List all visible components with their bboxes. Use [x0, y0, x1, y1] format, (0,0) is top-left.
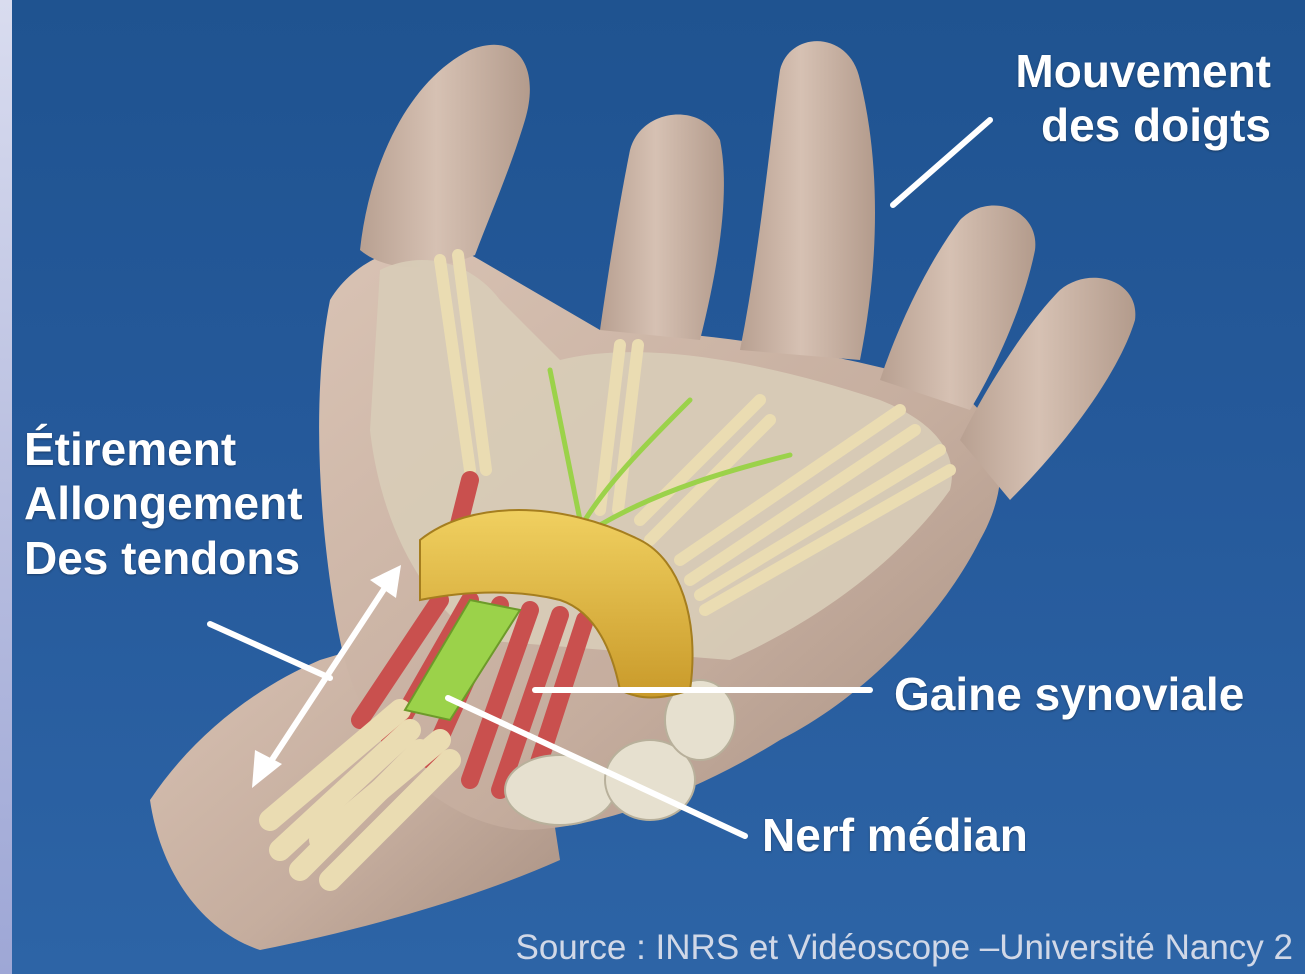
tendon-stretch-line-1: Étirement [24, 422, 303, 476]
tendon-stretch-line-3: Des tendons [24, 531, 303, 585]
tendon-stretch-line-2: Allongement [24, 476, 303, 530]
source-credit: Source : INRS et Vidéoscope –Université … [515, 928, 1293, 968]
finger-movement-line-1: Mouvement [1015, 44, 1271, 98]
thumb [360, 45, 530, 268]
synovial-sheath-label: Gaine synoviale [894, 667, 1244, 721]
middle-finger [740, 41, 875, 360]
finger-movement-label: Mouvement des doigts [1015, 44, 1271, 153]
index-finger [600, 115, 724, 340]
finger-movement-pointer [893, 120, 990, 205]
finger-movement-line-2: des doigts [1015, 98, 1271, 152]
median-nerve-label: Nerf médian [762, 808, 1028, 862]
tendon-stretch-label: Étirement Allongement Des tendons [24, 422, 303, 585]
tendon-stretch-pointer [210, 624, 330, 678]
